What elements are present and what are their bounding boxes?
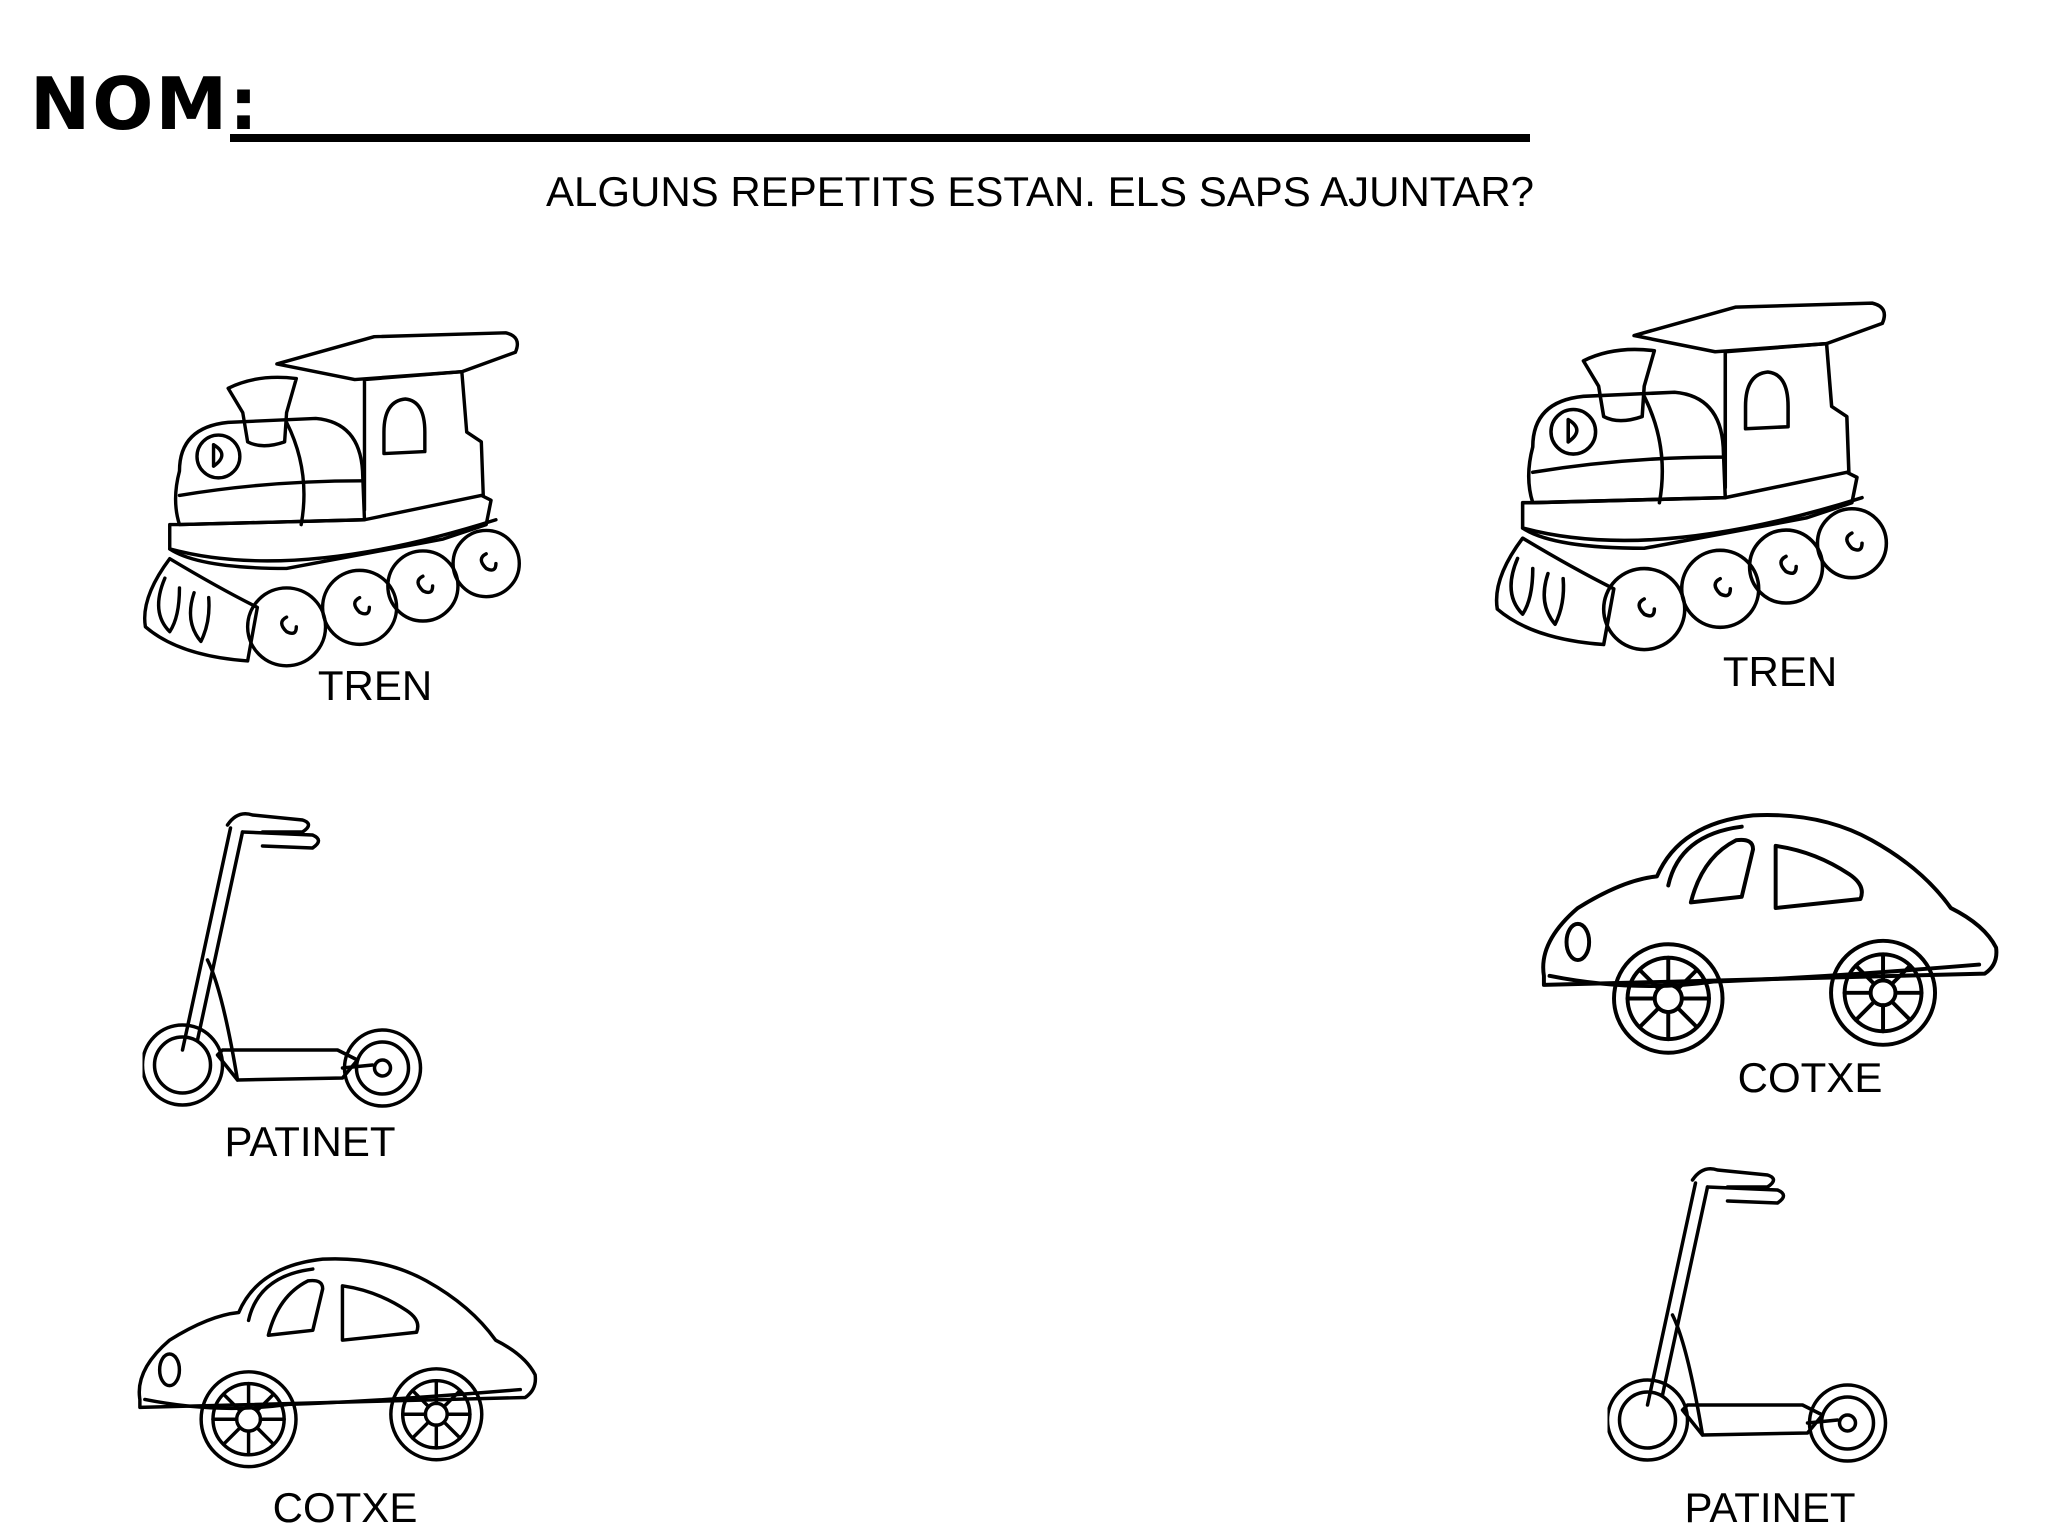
left-label-train: TREN (317, 662, 433, 709)
right-label-car: COTXE (1737, 1054, 1883, 1101)
scooter-icon[interactable] (1575, 1165, 1920, 1465)
name-write-line[interactable] (230, 134, 1530, 142)
train-icon[interactable] (140, 325, 550, 695)
car-icon[interactable] (130, 1240, 545, 1470)
train-icon[interactable] (1490, 295, 1920, 680)
left-label-scooter: PATINET (224, 1118, 396, 1165)
car-icon[interactable] (1530, 795, 2010, 1055)
right-label-train: TREN (1722, 648, 1838, 695)
name-label: NOM: (30, 62, 260, 146)
instructions: ALGUNS REPETITS ESTAN. ELS SAPS AJUNTAR? (545, 168, 1535, 215)
left-label-car: COTXE (272, 1484, 418, 1531)
right-label-scooter: PATINET (1684, 1484, 1856, 1531)
scooter-icon[interactable] (110, 810, 455, 1110)
